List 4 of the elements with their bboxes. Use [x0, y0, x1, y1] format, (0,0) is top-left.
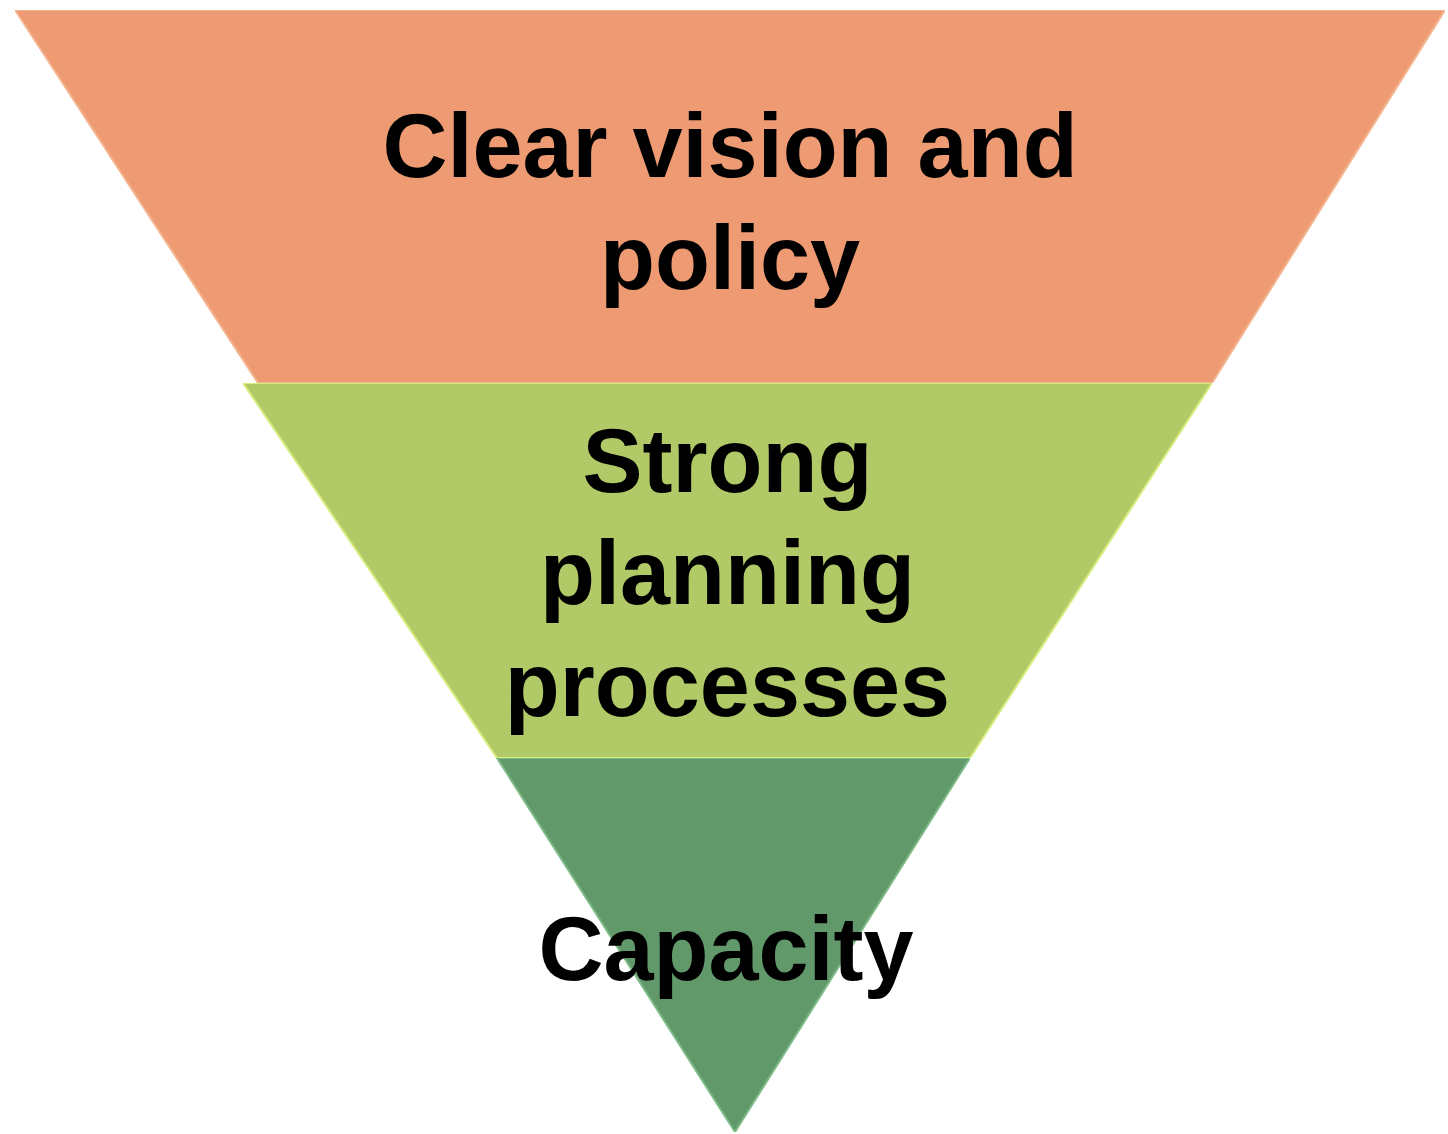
level-label: Strong planning processes: [503, 410, 952, 737]
pyramid-level: [15, 10, 1445, 383]
pyramid-level: [243, 383, 1212, 758]
level-label: Clear vision and policy: [381, 95, 1079, 310]
